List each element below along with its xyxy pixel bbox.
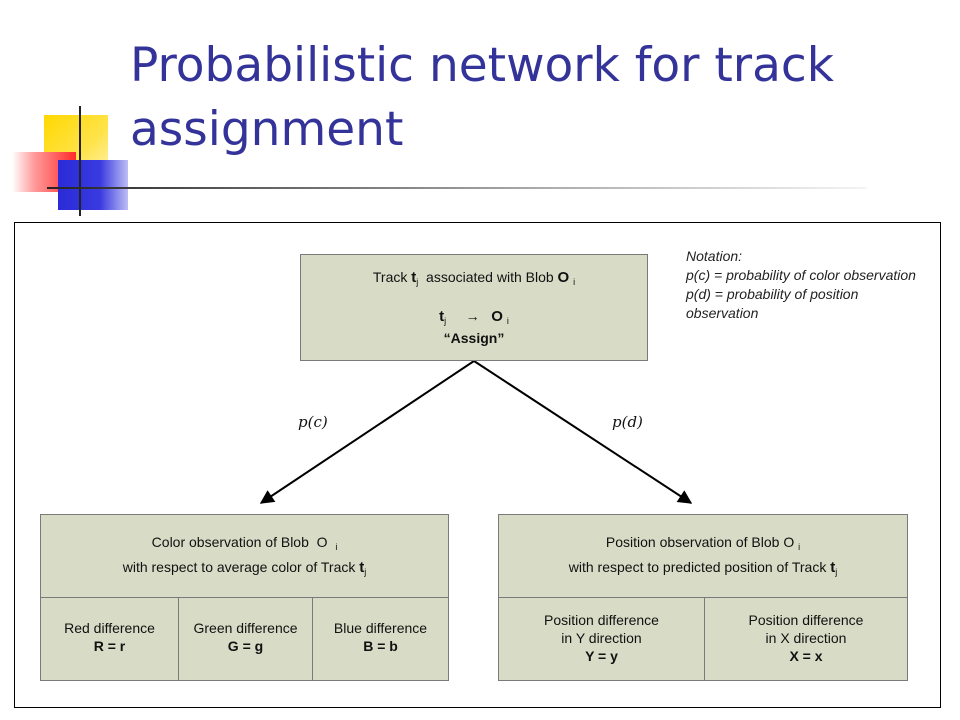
decor-blue-square [58,160,128,210]
x-difference-cell: Position difference in X direction X = x [704,597,907,681]
green-difference-label: Green difference [193,620,298,636]
track-symbol-2: t [439,308,445,325]
blob-subscript: i [573,277,576,287]
slide-title: Probabilistic network for track assignme… [130,38,834,157]
red-difference-value: R = r [93,638,126,654]
x-difference-value: X = x [789,648,823,664]
track-symbol: t [411,269,417,286]
color-node-title-line1: Color observation of Blob O [151,534,328,550]
edge-label-pd: p(d) [612,413,643,431]
x-difference-direction: in X direction [765,630,847,646]
assign-node: Track tj associated with Blob O i tj → O… [300,254,648,361]
blob-symbol-2: O [491,308,503,325]
color-node-track-subscript: j [364,567,367,577]
notation-line-color: p(c) = probability of color observation [686,267,916,283]
notation-heading: Notation: [686,248,743,264]
green-difference-value: G = g [227,638,264,654]
assign-node-line2: tj → O i [301,308,647,326]
track-subscript: j [416,277,419,287]
y-difference-label: Position difference [544,612,659,628]
color-node-title: Color observation of Blob O i with respe… [41,532,448,582]
color-node-title-line2: with respect to average color of Track [122,559,360,575]
green-difference-cell: Green difference G = g [178,597,312,681]
right-arrow-icon: → [465,308,480,324]
position-node-title-line2: with respect to predicted position of Tr… [568,559,831,575]
associated-text: associated with Blob [418,269,558,285]
diagram-arrows [259,360,693,504]
red-difference-cell: Red difference R = r [41,597,178,681]
diagram-frame: Track tj associated with Blob O i tj → O… [14,222,941,708]
red-difference-label: Red difference [64,620,155,636]
position-node-track-symbol: t [830,559,836,576]
blue-difference-cell: Blue difference B = b [312,597,448,681]
y-difference-direction: in Y direction [561,630,642,646]
y-difference-cell: Position difference in Y direction Y = y [499,597,704,681]
track-prefix-text: Track [372,269,412,285]
y-difference-value: Y = y [585,648,618,664]
assign-label: “Assign” [443,330,505,346]
decor-vertical-line [79,106,81,216]
position-observation-node: Position observation of Blob O i with re… [498,514,908,681]
position-node-blob-subscript: i [798,542,801,552]
title-underline [47,187,867,189]
blue-difference-value: B = b [363,638,398,654]
position-node-title: Position observation of Blob O i with re… [499,532,907,582]
blue-difference-label: Blue difference [333,620,428,636]
notation-block: Notation: p(c) = probability of color ob… [686,247,926,323]
blob-subscript-2: i [506,316,509,326]
track-subscript-2: j [444,316,447,326]
color-observation-node: Color observation of Blob O i with respe… [40,514,449,681]
color-node-blob-subscript: i [335,542,338,552]
blob-symbol: O [557,269,570,286]
edge-left-arrow [259,360,475,504]
edge-label-pc: p(c) [298,413,328,431]
assign-node-line1: Track tj associated with Blob O i [301,269,647,287]
x-difference-label: Position difference [748,612,864,628]
position-node-title-line1: Position observation of Blob O [605,534,795,550]
notation-line-position: p(d) = probability of position observati… [686,286,859,321]
color-node-track-symbol: t [359,559,365,576]
edge-right-arrow [473,360,693,504]
position-node-track-subscript: j [835,567,838,577]
